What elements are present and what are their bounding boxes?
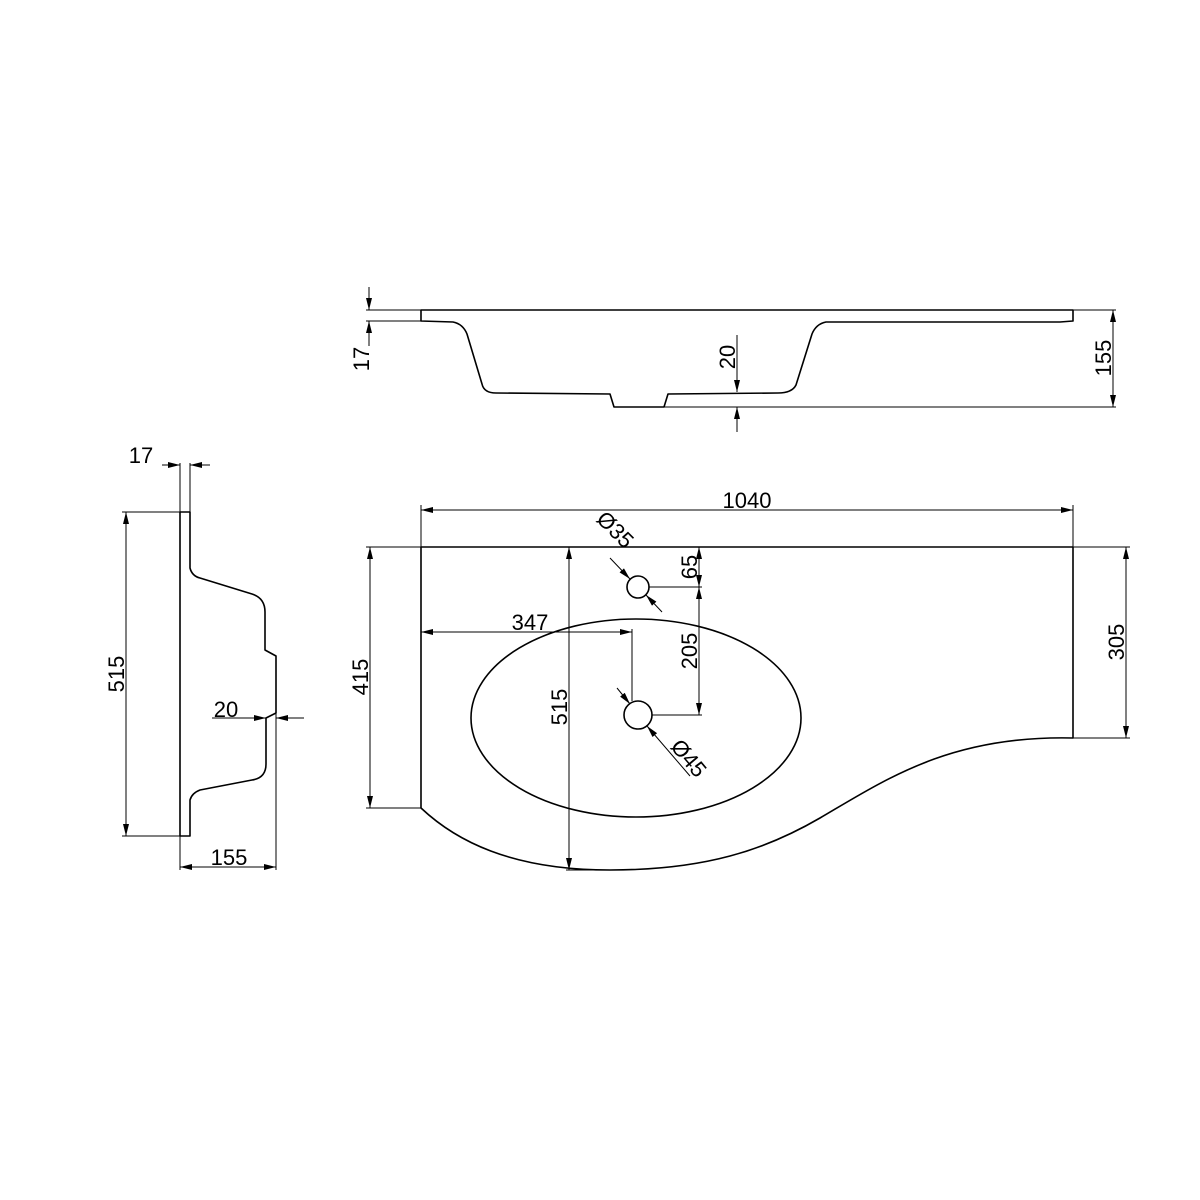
dim-side-bowl-offset: 20 [715,335,740,432]
dim-end-height: 155 [179,836,276,870]
dim-top-left-depth: 415 [348,546,421,809]
side-thickness-label: 17 [349,347,374,371]
bowl-offset-label: 347 [512,610,549,635]
end-thickness-label: 17 [129,443,153,468]
dim-end-depth: 515 [104,511,180,837]
side-view: 17 20 155 [349,287,1116,432]
dim-end-thickness: 17 [129,443,210,512]
dim-top-tap-to-drain: 205 [652,587,702,716]
end-drain-offset-label: 20 [214,697,238,722]
dim-top-bowl-offset: 347 [421,610,633,701]
bowl-outline [470,618,802,818]
drain-diameter-label: Ø45 [666,734,712,782]
side-total-height-label: 155 [1091,340,1116,377]
end-height-label: 155 [211,845,248,870]
tap-diameter-label: Ø35 [592,506,639,553]
dim-side-total-height: 155 [664,309,1116,408]
drain-hole [623,700,653,730]
tap-hole [626,575,650,599]
end-depth-label: 515 [104,656,129,693]
dim-top-right-depth: 305 [1073,546,1130,739]
max-depth-label: 515 [547,689,572,726]
top-view-outline [420,546,1074,871]
right-depth-label: 305 [1104,624,1129,661]
end-view-outline [179,511,277,837]
dim-top-tap-diameter: Ø35 [592,506,663,613]
tap-from-back-label: 65 [677,555,702,579]
dim-top-max-depth: 515 [547,547,610,871]
side-bowl-offset-label: 20 [715,345,740,369]
side-view-outline [420,309,1074,408]
end-view: 17 515 20 155 [104,443,304,870]
left-depth-label: 415 [348,659,373,696]
dim-top-tap-from-back: 65 [649,547,702,588]
tap-to-drain-label: 205 [677,633,702,670]
dim-side-thickness: 17 [349,287,421,371]
dim-end-drain-offset: 20 [212,697,304,870]
top-view: 1040 Ø35 65 205 347 Ø45 [348,488,1130,871]
top-width-label: 1040 [723,488,772,513]
dim-top-width: 1040 [420,488,1074,547]
